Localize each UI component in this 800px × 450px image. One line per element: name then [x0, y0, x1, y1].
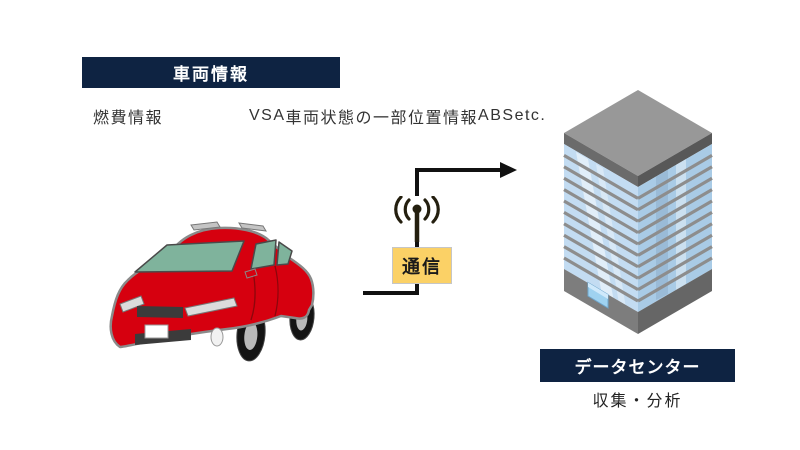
vehicle-info-item: etc.	[514, 107, 547, 124]
data-center-header: データセンター	[540, 349, 735, 382]
car-mirror	[244, 268, 258, 279]
vehicle-info-item: 車両状態の一部	[285, 110, 409, 127]
vehicle-info-item: 燃費情報	[93, 110, 164, 127]
car-fog-light	[210, 327, 224, 347]
car-roof-rail	[190, 221, 221, 231]
building-roof-rim	[638, 133, 712, 187]
red-car-illustration	[109, 221, 315, 362]
vehicle-info-list: 燃費情報 VSA 車両状態の一部 位置情報 ABS etc.	[93, 101, 545, 131]
building-floor-stripes	[563, 154, 713, 303]
building-roof-rim	[564, 133, 638, 187]
car-side-window	[250, 239, 277, 270]
data-center-title: データセンター	[574, 358, 701, 377]
car-roof-rail	[238, 222, 267, 232]
vehicle-info-item: 位置情報	[408, 110, 479, 127]
vehicle-info-title: 車両情報	[173, 65, 249, 84]
vehicle-info-item: VSA	[249, 107, 286, 124]
antenna-icon	[394, 196, 440, 242]
communication-label: 通信	[392, 247, 452, 284]
data-center-subtitle: 収集・分析	[592, 393, 683, 410]
car-door-seam	[274, 265, 279, 317]
building-entrance-door	[587, 281, 609, 309]
vehicle-info-item: ABS	[478, 107, 515, 124]
vehicle-info-header: 車両情報	[82, 57, 340, 88]
car-headlight	[184, 297, 238, 317]
communication-label-text: 通信	[402, 256, 442, 277]
car-quarter-window	[276, 241, 293, 266]
car-headlight	[119, 295, 145, 313]
office-building-illustration	[563, 90, 713, 334]
car-windshield	[134, 240, 245, 273]
building-base	[638, 269, 712, 334]
arrowhead	[500, 162, 517, 178]
car-license-plate	[144, 324, 169, 339]
car-grille	[137, 306, 183, 318]
